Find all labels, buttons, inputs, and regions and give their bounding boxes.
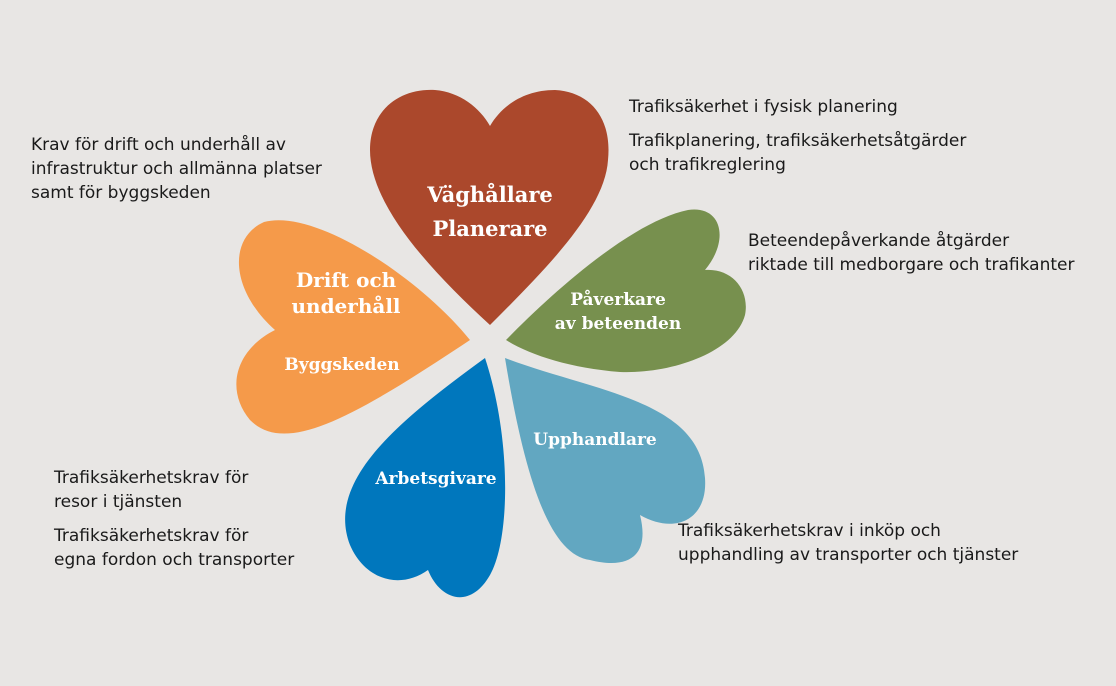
desc-vaghallare-a: Trafiksäkerhet i fysisk planering [629,97,898,117]
paverkare-label-line2: av beteenden [555,314,681,334]
desc-paverkare: Beteendepåverkande åtgärder riktade till… [748,229,1074,277]
desc-upphandlare-l2: upphandling av transporter och tjänster [678,545,1019,565]
paverkare-label-line1: Påverkare [570,289,666,310]
arbetsgivare-label: Arbetsgivare [374,469,496,489]
drift-label-line2: underhåll [291,294,400,318]
byggskeden-label: Byggskeden [284,355,399,375]
petal-arbetsgivare [345,358,506,598]
planerare-label: Planerare [432,216,547,241]
desc-paverkare-l2: riktade till medborgare och trafikanter [748,255,1075,275]
petal-upphandlare [505,358,706,563]
spacer [629,119,966,129]
desc-upphandlare-l1: Trafiksäkerhetskrav i inköp och [678,521,941,541]
desc-upphandlare: Trafiksäkerhetskrav i inköp och upphandl… [678,519,1018,567]
petal-vaghallare [370,89,609,325]
desc-drift-l2: infrastruktur och allmänna platser [31,159,322,179]
spacer [54,514,294,524]
desc-drift: Krav för drift och underhåll av infrastr… [31,133,322,205]
desc-arbetsgivare-a2: resor i tjänsten [54,492,183,512]
desc-arbetsgivare-b2: egna fordon och transporter [54,550,295,570]
desc-arbetsgivare-a1: Trafiksäkerhetskrav för [54,468,249,488]
vaghallare-label: Väghållare [426,182,553,207]
desc-vaghallare-b1: Trafikplanering, trafiksäkerhetsåtgärder [629,131,967,151]
desc-arbetsgivare-b1: Trafiksäkerhetskrav för [54,526,249,546]
desc-drift-l1: Krav för drift och underhåll av [31,135,286,155]
desc-drift-l3: samt för byggskeden [31,183,211,203]
petal-drift [236,220,470,434]
desc-vaghallare-b2: och trafikreglering [629,155,786,175]
drift-label-line1: Drift och [296,268,397,292]
petal-paverkare [506,209,746,373]
upphandlare-label: Upphandlare [533,430,657,450]
desc-vaghallare: Trafiksäkerhet i fysisk planering Trafik… [629,95,966,177]
desc-arbetsgivare: Trafiksäkerhetskrav för resor i tjänsten… [54,466,294,572]
desc-paverkare-l1: Beteendepåverkande åtgärder [748,231,1010,251]
